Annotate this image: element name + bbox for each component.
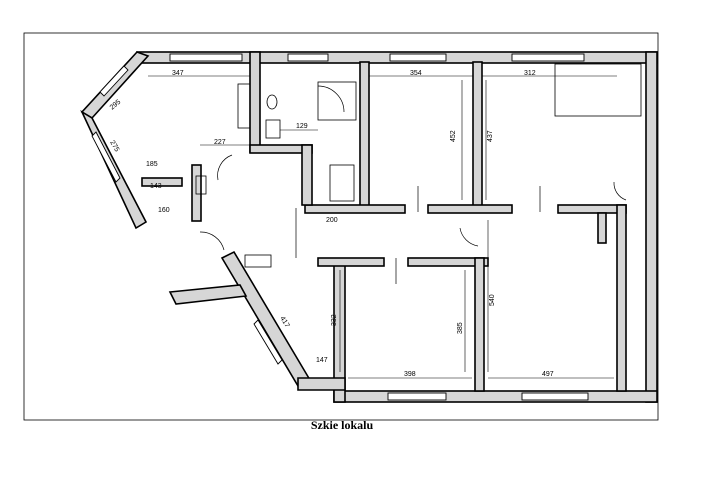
dimension-label: 385	[457, 322, 464, 334]
dimension-label: 185	[146, 161, 158, 168]
dimension-label: 160	[158, 207, 170, 214]
dimension-label: 200	[326, 217, 338, 224]
dimension-label: 452	[450, 130, 457, 142]
dimension-label: 143	[150, 183, 162, 190]
doors	[199, 85, 627, 284]
dimension-label: 275	[108, 140, 120, 154]
dimension-label: 295	[109, 99, 123, 112]
dimension-label: 540	[489, 294, 496, 306]
plan-caption: Szkie lokalu	[310, 418, 374, 432]
dimension-labels: 347 354 312 452 437 227 129 295 275 185 …	[108, 70, 554, 378]
dimension-label: 312	[524, 70, 536, 77]
windows	[91, 53, 589, 401]
dimension-label: 497	[542, 371, 554, 378]
fixtures	[195, 63, 642, 268]
dimension-label: 354	[410, 70, 422, 77]
dimension-label: 147	[316, 357, 328, 364]
drawing-frame	[23, 32, 659, 421]
dimension-label: 347	[172, 70, 184, 77]
dimension-label: 227	[214, 139, 226, 146]
dimension-label: 332	[331, 314, 338, 326]
dimension-lines	[148, 75, 617, 379]
dimension-label: 437	[487, 130, 494, 142]
interior-walls	[141, 51, 627, 392]
dimension-label: 129	[296, 123, 308, 130]
dimension-label: 417	[278, 315, 290, 329]
dimension-label: 398	[404, 371, 416, 378]
